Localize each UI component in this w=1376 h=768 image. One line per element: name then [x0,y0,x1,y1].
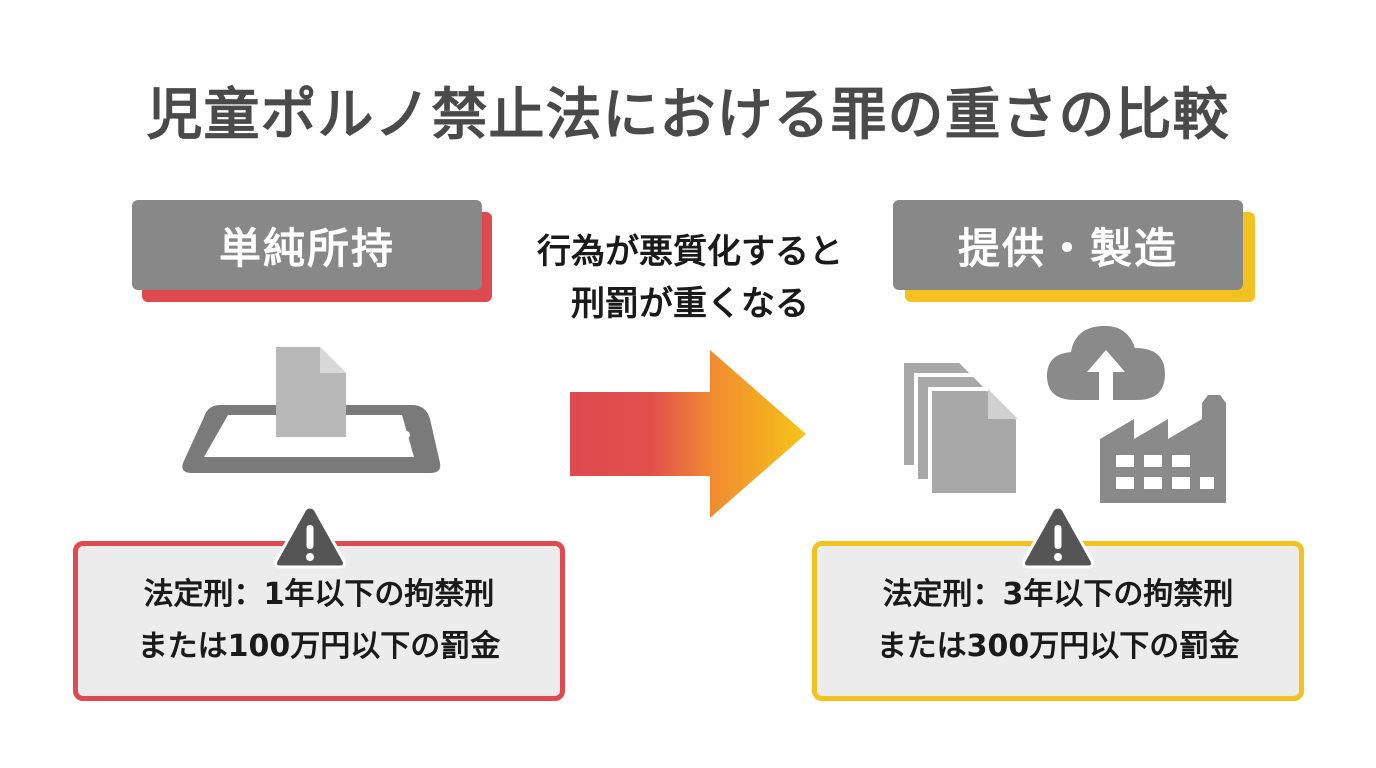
left-label: 単純所持 [132,200,492,302]
right-penalty-line2: または300万円以下の罰金 [876,629,1240,664]
right-warning-icon [1022,505,1094,569]
right-label-box: 提供・製造 [893,200,1243,290]
left-label-box: 単純所持 [132,200,482,290]
center-caption: 行為が悪質化すると 刑罰が重くなる [500,226,880,330]
cloud-upload-icon [1047,325,1165,400]
left-penalty-line1: 法定刑：1年以下の拘禁刑 [143,577,495,612]
tablet-with-document-icon [182,347,441,473]
factory-icon [1100,395,1226,503]
right-penalty-line1: 法定刑：3年以下の拘禁刑 [882,577,1234,612]
page-title: 児童ポルノ禁止法における罪の重さの比較 [146,83,1230,148]
center-caption-line1: 行為が悪質化すると [537,232,843,272]
left-warning-icon [274,505,346,569]
center-caption-line2: 刑罰が重くなる [571,284,809,324]
gradient-arrow-icon [570,350,806,518]
left-penalty-box: 法定刑：1年以下の拘禁刑 または100万円以下の罰金 [73,541,565,701]
right-label: 提供・製造 [893,200,1255,302]
stacked-documents-icon [900,359,1020,497]
left-penalty-line2: または100万円以下の罰金 [137,629,501,664]
